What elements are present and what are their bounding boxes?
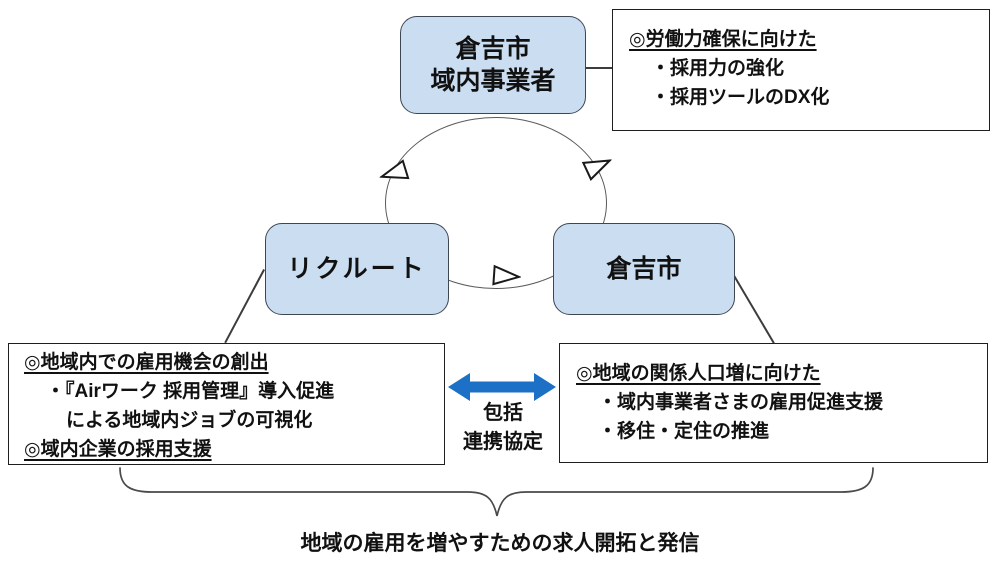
partnership-label: 包括 連携協定 — [445, 399, 561, 457]
note-recruit-item1-line1: ・『Airワーク 採用管理』導入促進 — [46, 381, 335, 402]
partnership-label-line1: 包括 — [483, 402, 523, 424]
connector-recruit-to-note — [224, 269, 265, 344]
note-city-item1: ・域内事業者さまの雇用促進支援 — [598, 392, 884, 413]
node-businesses: 倉吉市 域内事業者 — [400, 16, 586, 114]
connector-businesses-to-note — [584, 67, 612, 69]
partnership-label-line2: 連携協定 — [463, 431, 543, 453]
note-workforce: ◎労働力確保に向けた ・採用力の強化 ・採用ツールのDX化 — [612, 9, 990, 131]
node-businesses-line1: 倉吉市 — [455, 35, 531, 63]
cycle-arrowhead-upper-left-icon — [376, 157, 412, 189]
node-city-label: 倉吉市 — [606, 255, 682, 283]
note-recruit-item1-line2: による地域内ジョブの可視化 — [66, 410, 313, 431]
connector-city-to-note — [731, 272, 775, 344]
note-workforce-item2: ・採用ツールのDX化 — [651, 87, 830, 108]
note-recruit-heading2: ◎域内企業の採用支援 — [24, 439, 212, 460]
note-recruit-heading1: ◎地域内での雇用機会の創出 — [24, 352, 269, 373]
cycle-arrowhead-upper-right-icon — [579, 149, 616, 183]
note-city-heading: ◎地域の関係人口増に向けた — [576, 363, 821, 384]
note-workforce-heading: ◎労働力確保に向けた — [629, 29, 817, 50]
note-workforce-item1: ・採用力の強化 — [651, 58, 785, 79]
node-city: 倉吉市 — [553, 223, 735, 315]
note-city-item2: ・移住・定住の推進 — [598, 421, 770, 442]
cycle-circle — [385, 117, 607, 289]
node-recruit-label: リクルート — [287, 255, 427, 283]
node-businesses-line2: 域内事業者 — [430, 67, 556, 95]
node-recruit: リクルート — [265, 223, 449, 315]
cycle-arrowhead-bottom-icon — [490, 263, 522, 289]
double-arrow-icon — [448, 372, 556, 407]
bottom-brace — [110, 462, 890, 527]
note-recruit-initiatives: ◎地域内での雇用機会の創出 ・『Airワーク 採用管理』導入促進 による地域内ジ… — [8, 343, 445, 465]
bottom-caption: 地域の雇用を増やすための求人開拓と発信 — [300, 532, 700, 555]
note-city-initiatives: ◎地域の関係人口増に向けた ・域内事業者さまの雇用促進支援 ・移住・定住の推進 — [559, 343, 988, 463]
